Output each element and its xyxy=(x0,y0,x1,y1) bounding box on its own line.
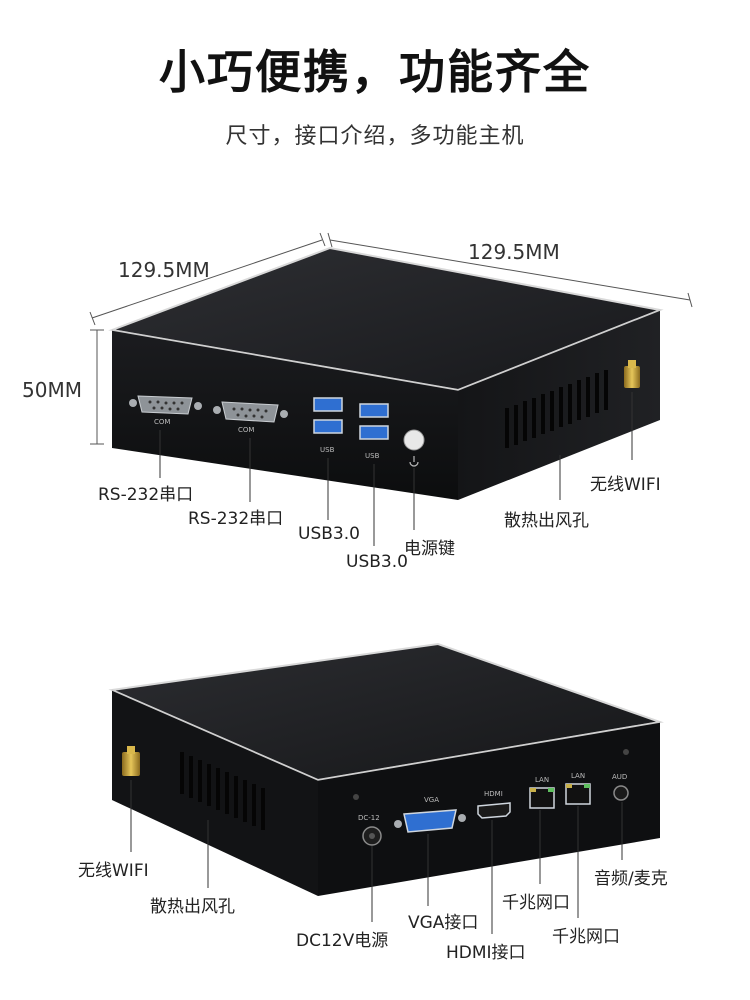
lan-port-2 xyxy=(565,783,591,805)
back-wifi-label: 无线WIFI xyxy=(78,861,149,881)
power-key-label: 电源键 xyxy=(404,539,455,559)
front-vent-slots xyxy=(505,370,608,448)
height-dimension-label: 50MM xyxy=(22,378,82,402)
back-case-left-side xyxy=(112,690,318,896)
back-wifi-connector xyxy=(122,746,140,776)
dc-marking: DC-12 xyxy=(358,814,380,822)
lan-marking-1: LAN xyxy=(535,776,550,784)
hdmi-port-label: HDMI接口 xyxy=(446,943,526,963)
usb-marking-1: USB xyxy=(320,446,335,454)
usb-marking-2: USB xyxy=(365,452,380,460)
depth-dimension-label: 129.5MM xyxy=(118,258,210,282)
width-dimension-label: 129.5MM xyxy=(468,240,560,264)
com-marking-1: COM xyxy=(154,418,171,426)
lan-port-label-2: 千兆网口 xyxy=(552,927,620,947)
usb-port-group-2 xyxy=(359,403,389,440)
usb-port-group-1 xyxy=(313,397,343,434)
rs232-label-1: RS-232串口 xyxy=(98,485,194,505)
vga-port-label: VGA接口 xyxy=(408,913,479,933)
depth-dim-line xyxy=(91,239,323,319)
front-wifi-label: 无线WIFI xyxy=(590,475,661,495)
com-port-1 xyxy=(129,395,202,415)
audio-mic-label: 音频/麦克 xyxy=(594,869,668,889)
usb30-label-2: USB3.0 xyxy=(346,552,408,572)
lan-port-1 xyxy=(529,787,555,809)
power-button xyxy=(403,429,425,451)
com-marking-2: COM xyxy=(238,426,255,434)
aud-marking: AUD xyxy=(612,773,628,781)
hdmi-marking: HDMI xyxy=(484,790,503,798)
page-subtitle: 尺寸，接口介绍，多功能主机 xyxy=(225,124,525,149)
back-vent-label: 散热出风孔 xyxy=(150,897,235,917)
audio-jack xyxy=(613,785,629,801)
dc-power-label: DC12V电源 xyxy=(296,931,389,951)
front-vent-label: 散热出风孔 xyxy=(504,511,589,531)
vga-marking: VGA xyxy=(424,796,440,804)
com-port-2 xyxy=(213,401,288,423)
hdmi-port xyxy=(477,802,511,819)
back-vent-slots xyxy=(180,752,265,830)
rs232-label-2: RS-232串口 xyxy=(188,509,284,529)
front-wifi-connector xyxy=(624,360,640,388)
vga-port xyxy=(394,809,466,833)
lan-port-label-1: 千兆网口 xyxy=(502,893,570,913)
width-dim-line xyxy=(329,239,691,301)
lan-marking-2: LAN xyxy=(571,772,586,780)
page-title: 小巧便携，功能齐全 xyxy=(159,45,591,99)
usb30-label-1: USB3.0 xyxy=(298,524,360,544)
